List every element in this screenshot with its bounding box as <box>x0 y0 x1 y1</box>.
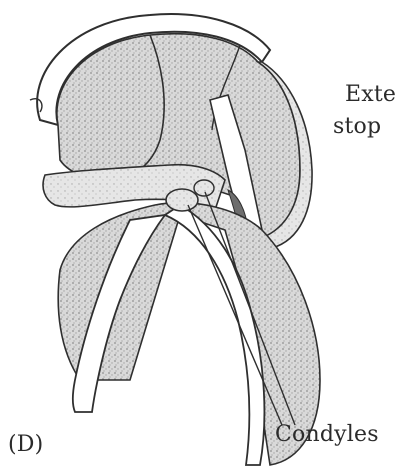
condyles-label: Condyles <box>275 420 379 450</box>
condyle-right <box>194 180 214 196</box>
condyle-left <box>166 189 198 211</box>
extensor-stop-label-line1: Exte <box>345 80 396 110</box>
panel-label: (D) <box>8 430 43 460</box>
extensor-stop-label-line2: stop <box>333 112 381 142</box>
